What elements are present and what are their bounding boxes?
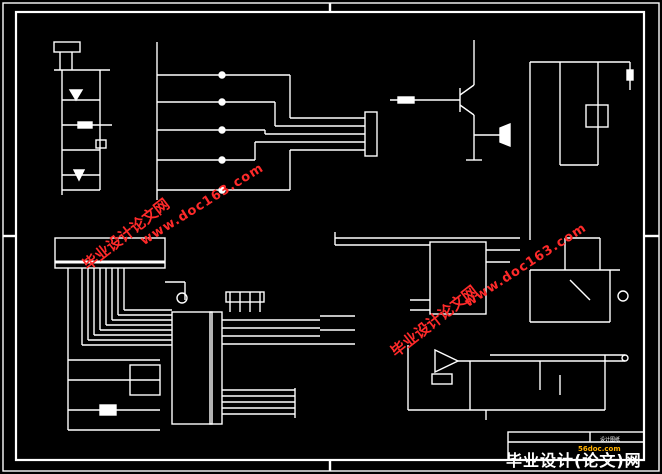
microcontroller-chip xyxy=(171,311,223,425)
frame-center-marks xyxy=(3,3,659,471)
logo-url: 56doc.com xyxy=(578,445,621,453)
buzzer-driver-section xyxy=(390,40,511,161)
power-supply-section xyxy=(53,41,112,195)
title-block-label: 设计图纸 xyxy=(600,437,621,443)
output-driver-section xyxy=(529,237,629,323)
logo-text: 毕业设计(论文)网 xyxy=(506,451,642,470)
title-block xyxy=(507,431,645,461)
lcd-connector-section xyxy=(54,237,166,430)
amplifier-section xyxy=(407,345,629,420)
lcd-data-bus xyxy=(81,268,172,346)
mcu-port-lines xyxy=(222,291,355,345)
sensor-chip-section xyxy=(334,232,520,315)
key-input-section xyxy=(156,42,378,200)
bottom-bus-lines xyxy=(68,281,296,431)
relay-section xyxy=(529,61,634,240)
site-logo: 毕业设计(论文)网 56doc.com xyxy=(506,445,660,472)
